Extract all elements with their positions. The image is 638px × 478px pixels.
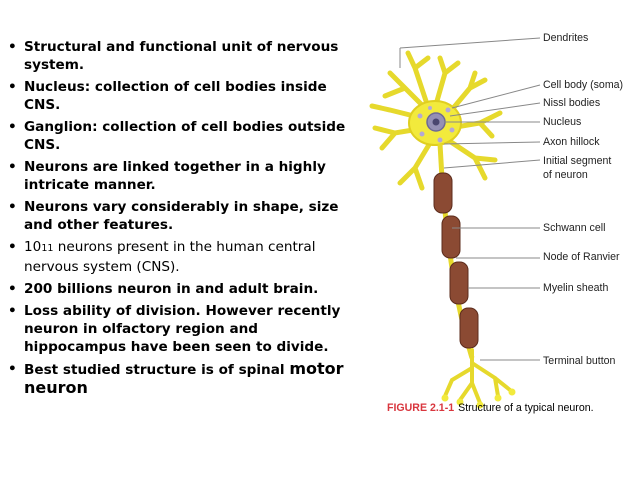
bullet-item: Neurons vary considerably in shape, size… <box>8 198 360 234</box>
label-terminal-button: Terminal button <box>543 355 616 367</box>
figure-caption-text: Structure of a typical neuron. <box>458 402 594 414</box>
bullet-text: 10 <box>24 239 42 255</box>
bullet-text: neurons present in the human central ner… <box>24 239 316 275</box>
bullet-item: Structural and functional unit of nervou… <box>8 38 360 74</box>
label-node-of-ranvier: Node of Ranvier <box>543 251 620 263</box>
bullet-item: Best studied structure is of spinal moto… <box>8 360 360 398</box>
bullet-text: Neurons are linked together in a highly … <box>24 159 326 193</box>
bullet-item: Loss ability of division. However recent… <box>8 302 360 356</box>
bullet-text: Ganglion: collection of cell bodies outs… <box>24 119 346 153</box>
nissl-bodies <box>417 106 455 143</box>
bullet-text: Loss ability of division. However recent… <box>24 303 341 355</box>
label-initial-segment-2: of neuron <box>543 169 588 181</box>
terminal-buttons <box>441 388 516 409</box>
bullet-list: Structural and functional unit of nervou… <box>8 38 360 402</box>
dendrite-branches <box>369 50 503 191</box>
bullet-text: Nucleus: collection of cell bodies insid… <box>24 79 327 113</box>
label-nucleus: Nucleus <box>543 116 582 128</box>
figure-number: FIGURE 2.1-1 <box>387 402 455 414</box>
bullet-item: Nucleus: collection of cell bodies insid… <box>8 78 360 114</box>
label-dendrites: Dendrites <box>543 32 589 44</box>
label-schwann-cell: Schwann cell <box>543 222 606 234</box>
exponent-text: 11 <box>41 243 54 254</box>
myelin-sheath-segments <box>433 172 479 349</box>
bullet-item: 200 billions neuron in and adult brain. <box>8 280 360 298</box>
label-nissl-bodies: Nissl bodies <box>543 97 601 109</box>
label-initial-segment: Initial segment <box>543 155 612 167</box>
bullet-text: Best studied structure is of spinal <box>24 362 290 378</box>
bullet-item: Neurons are linked together in a highly … <box>8 158 360 194</box>
label-cell-body: Cell body (soma) <box>543 79 624 91</box>
label-axon-hillock: Axon hillock <box>543 136 600 148</box>
bullet-emphasis: motor neuron <box>24 359 344 397</box>
label-myelin-sheath: Myelin sheath <box>543 282 609 294</box>
bullet-text: Neurons vary considerably in shape, size… <box>24 199 339 233</box>
neuron-illustration <box>369 37 541 409</box>
leader-lines <box>399 37 541 361</box>
bullet-text: Structural and functional unit of nervou… <box>24 39 339 73</box>
bullet-item: 1011 neurons present in the human centra… <box>8 238 360 276</box>
terminal-branches <box>443 348 512 405</box>
bullet-text: 200 billions neuron in and adult brain. <box>24 281 319 297</box>
bullet-item: Ganglion: collection of cell bodies outs… <box>8 118 360 154</box>
nucleolus <box>432 118 440 126</box>
